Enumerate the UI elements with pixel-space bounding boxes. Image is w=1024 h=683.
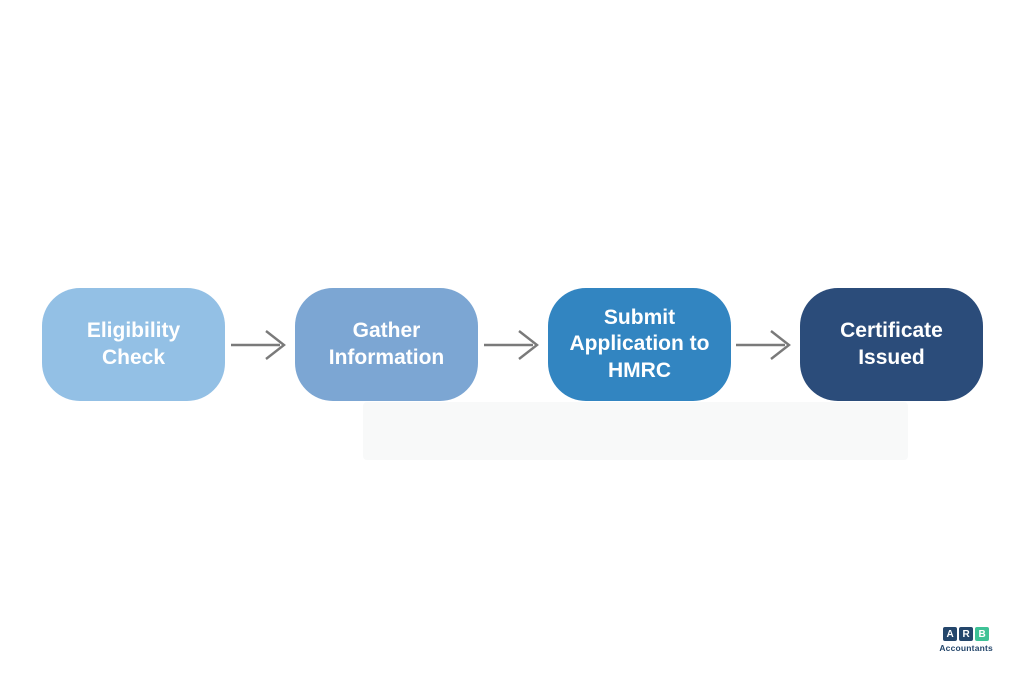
arrow-icon (231, 330, 286, 360)
step-box-certificate-issued: Certificate Issued (800, 288, 983, 401)
logo-letter-a: A (943, 627, 958, 641)
arrow-icon (736, 330, 791, 360)
step-box-eligibility-check: Eligibility Check (42, 288, 225, 401)
arb-accountants-logo: A R B Accountants (939, 627, 993, 653)
logo-letter-b: B (975, 627, 990, 641)
step-box-gather-information: Gather Information (295, 288, 478, 401)
step-box-submit-application-hmrc: Submit Application to HMRC (548, 288, 731, 401)
logo-letter-r: R (959, 627, 974, 641)
logo-letter-squares: A R B (943, 627, 990, 641)
logo-subtitle: Accountants (939, 643, 993, 653)
arrow-icon (484, 330, 539, 360)
background-shade (363, 402, 908, 460)
